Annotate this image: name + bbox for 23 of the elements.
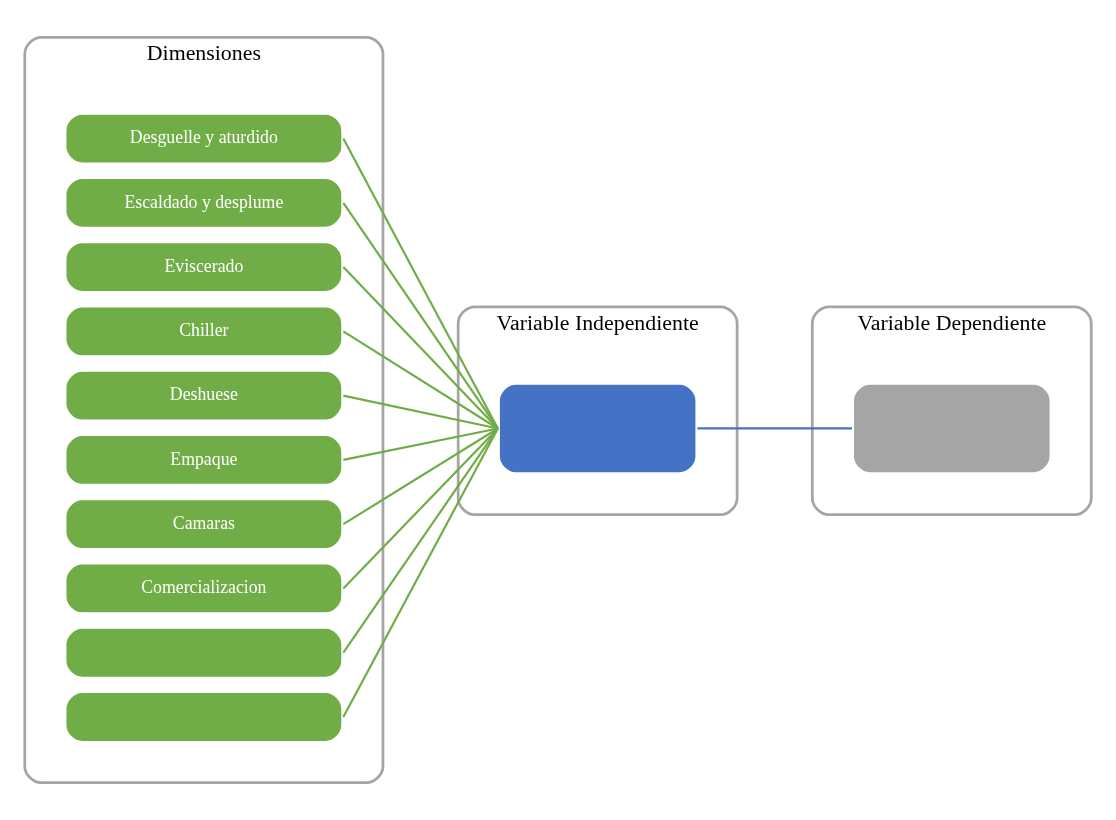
connector <box>342 427 499 590</box>
connector <box>342 427 499 654</box>
node-box: Camaras <box>65 498 343 550</box>
node-box: Desguelle y aturdido <box>65 113 343 164</box>
node-box: Escaldado y desplume <box>65 177 343 229</box>
cluster: Variable Independiente <box>456 305 739 516</box>
connector <box>342 427 499 718</box>
node-box <box>65 691 343 743</box>
node-box <box>65 627 343 678</box>
node-box: Deshuese <box>65 370 343 421</box>
node-box: Comercializacion <box>65 563 343 614</box>
node-box <box>498 383 697 474</box>
connector <box>342 330 499 430</box>
node-box <box>852 383 1051 474</box>
connector <box>342 202 499 430</box>
node-box: Empaque <box>65 434 343 486</box>
node-box: Eviscerado <box>65 241 343 293</box>
connector <box>697 427 852 430</box>
connector <box>342 138 499 429</box>
connector <box>342 266 499 430</box>
node-box: Chiller <box>65 306 343 357</box>
connector <box>342 427 499 526</box>
cluster: Variable Dependiente <box>810 305 1093 516</box>
